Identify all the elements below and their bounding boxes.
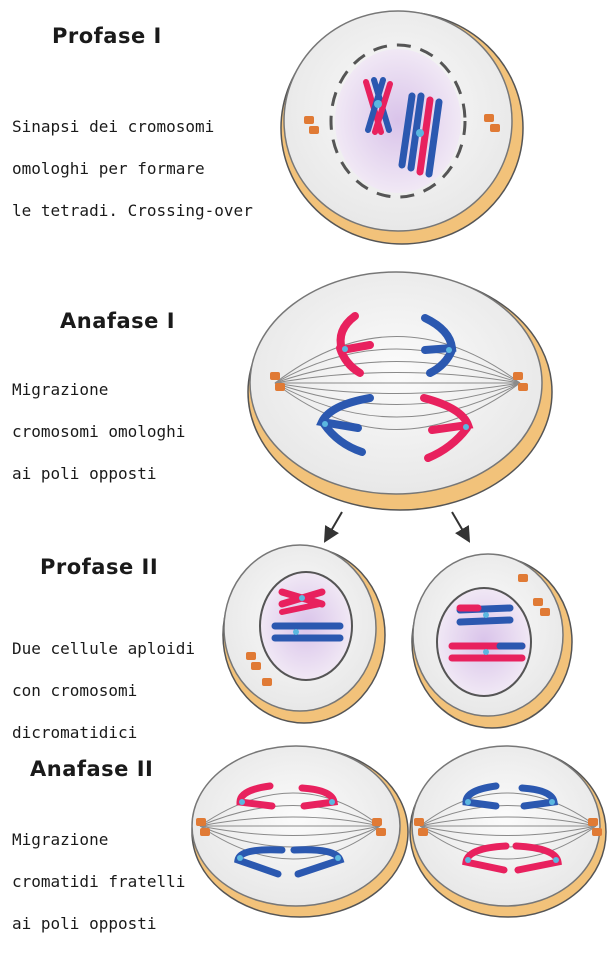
nucleus — [437, 588, 531, 696]
meiosis-illustration — [0, 0, 607, 931]
nucleus — [335, 49, 461, 193]
arrow-left — [328, 512, 342, 536]
cell-profase-2-right — [412, 554, 572, 728]
cell-anafase-1 — [248, 272, 552, 510]
cell-anafase-2-left — [192, 746, 408, 917]
cell-profase-1 — [281, 11, 523, 244]
arrow-right — [452, 512, 466, 536]
cell-profase-2-left — [223, 545, 385, 723]
cell-anafase-2-right — [410, 746, 606, 917]
